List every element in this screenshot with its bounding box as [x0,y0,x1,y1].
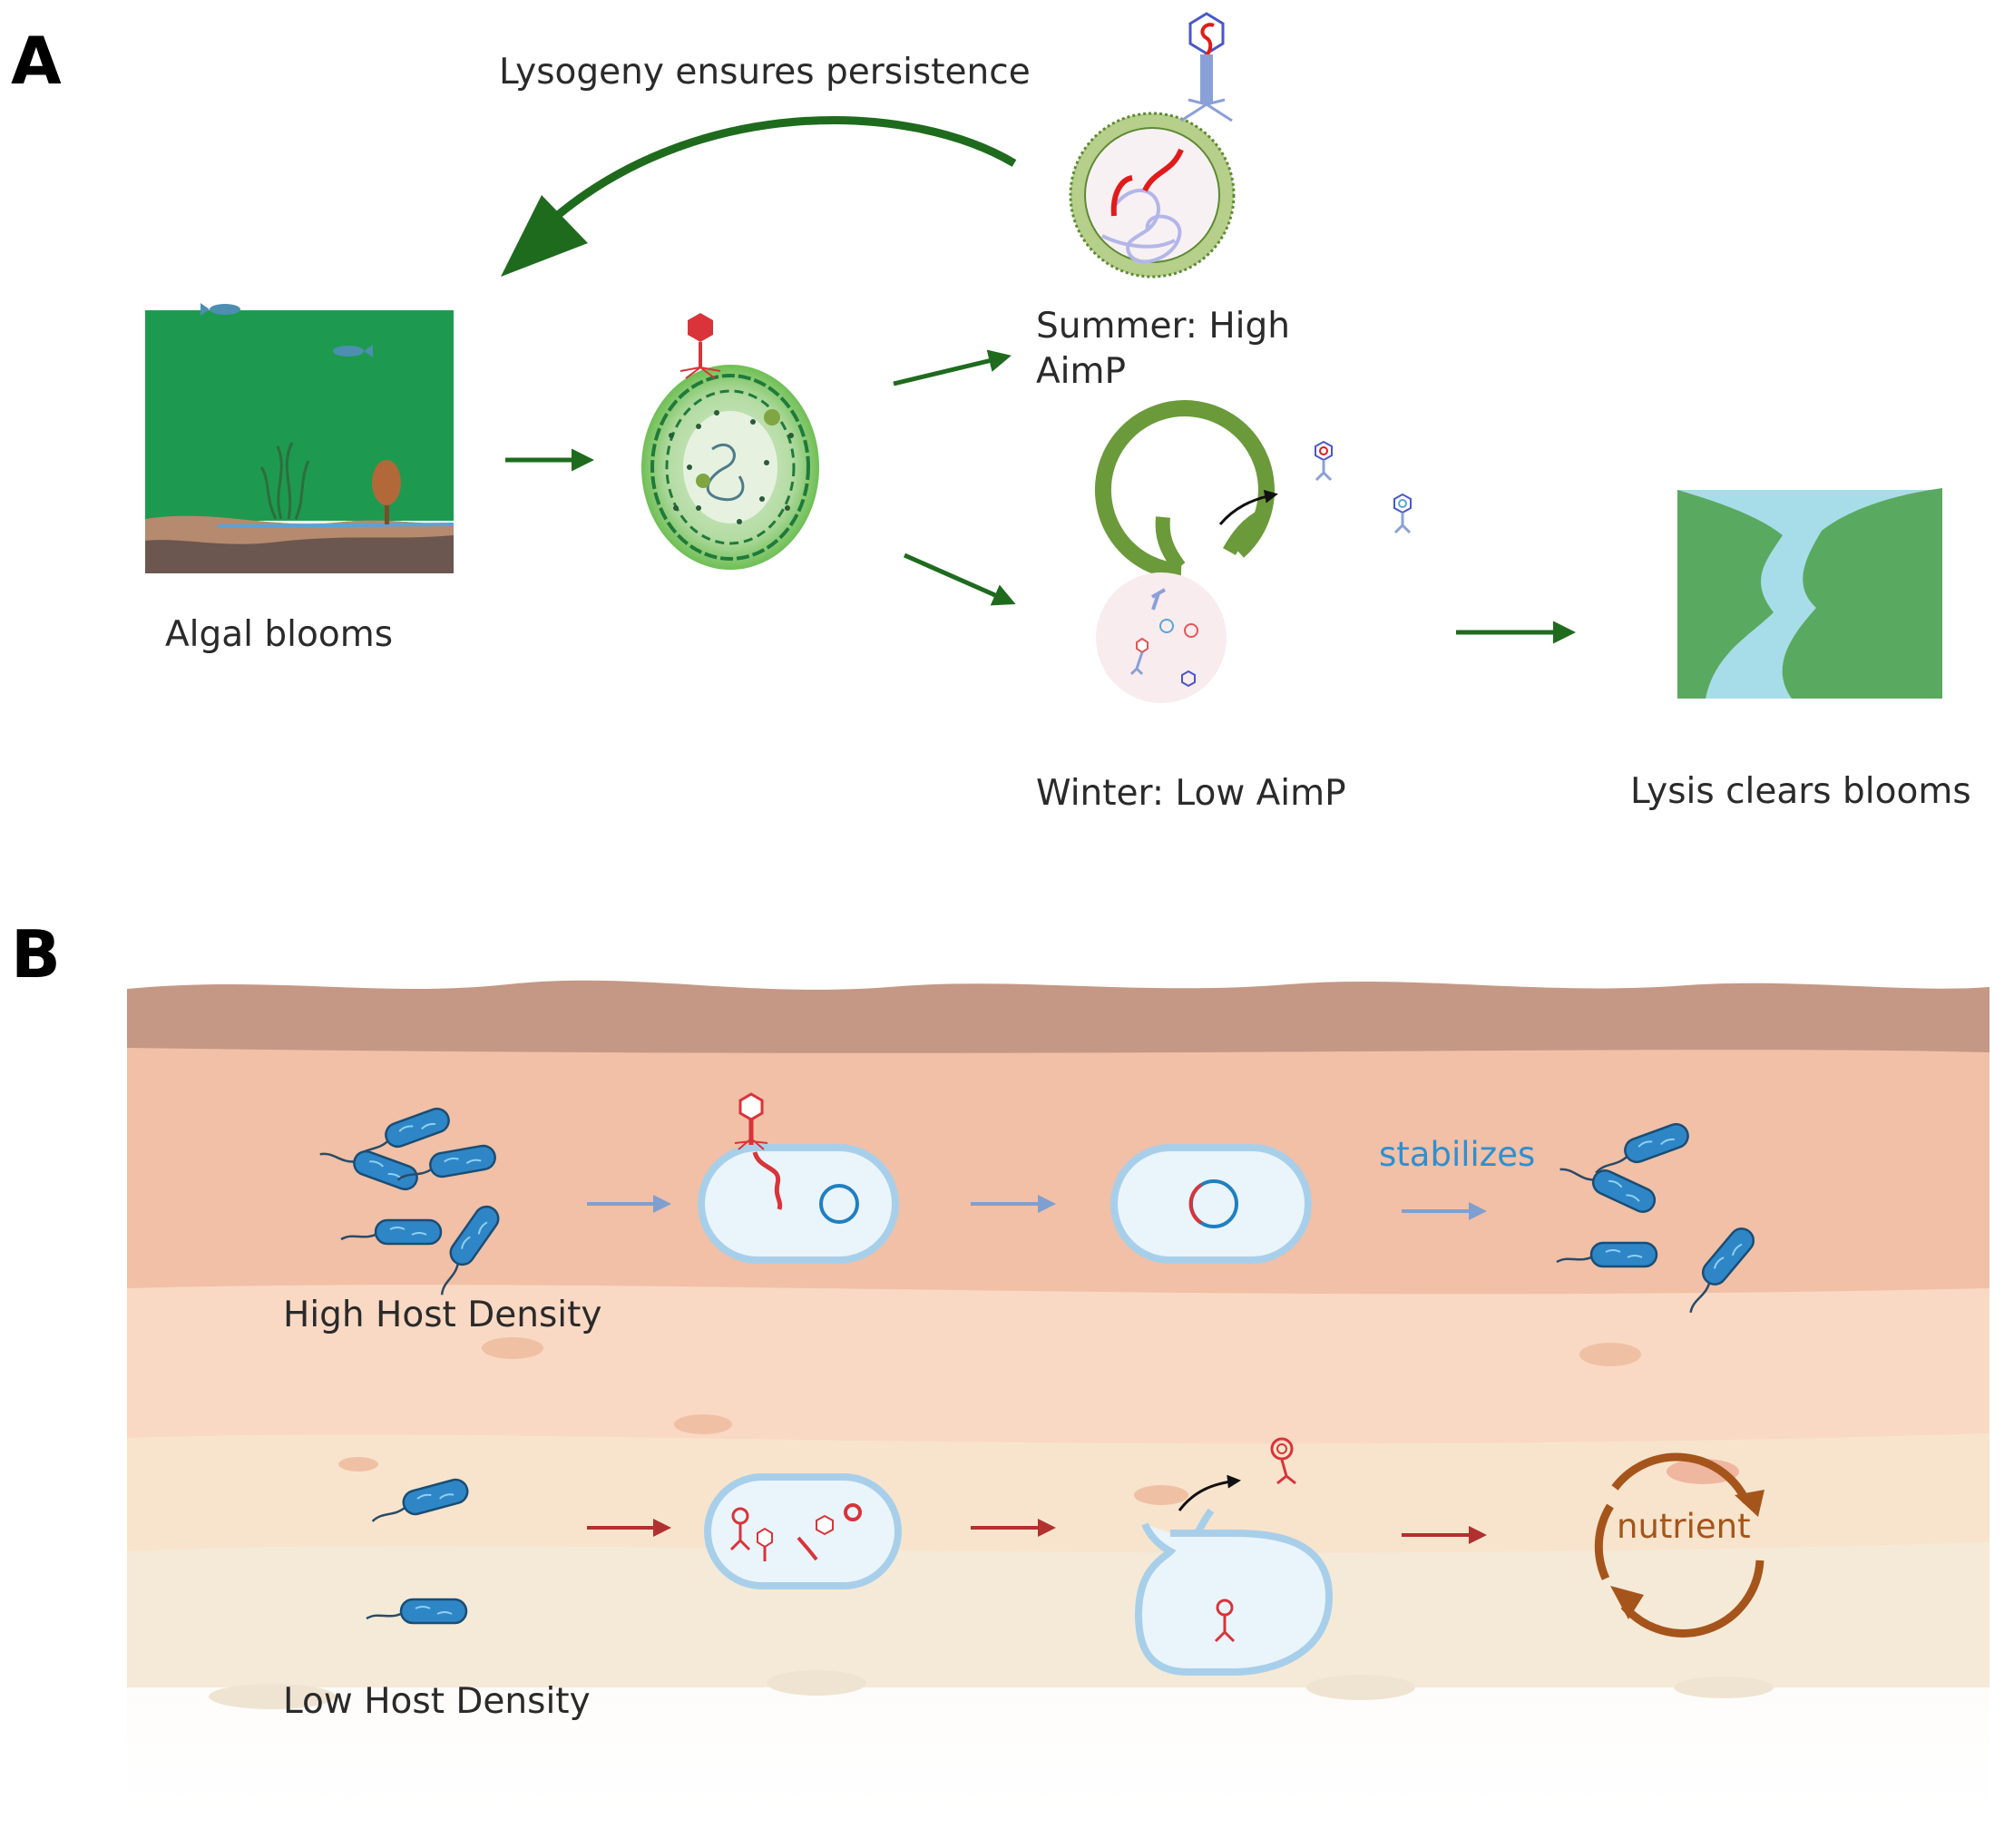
algal-bloom-scene [145,303,455,573]
phage-icon [1180,12,1233,122]
phage-icon [1393,493,1412,534]
nutrient-label: nutrient [1617,1507,1751,1546]
arrow-to-summer [893,349,1012,386]
lysogeny-arrow [541,116,1017,230]
release-arrow [1178,1474,1241,1511]
algal-blooms-label: Algal blooms [165,614,393,655]
high-host-density-label: High Host Density [283,1295,602,1335]
seaweed-icon [259,442,310,520]
winter-lysing-cell [1095,400,1275,703]
phage-icon [679,313,721,379]
stabilizes-label: stabilizes [1379,1135,1535,1174]
fish-icon [200,303,240,316]
lysogeny-arrowhead [501,195,588,277]
panel-b-letter: B [11,916,61,992]
coral-icon [372,460,401,524]
infected-host-cell [698,1144,899,1264]
summer-label-line2: AimP [1036,351,1126,392]
summer-lysogenic-cell [1069,112,1236,279]
fish-icon [333,345,373,357]
summer-label-line1: Summer: High [1036,306,1290,347]
arrow-to-winter [903,552,1016,606]
lysogen-cell [1110,1144,1312,1264]
bursting-host-cell [1134,1508,1334,1676]
lytic-host-cell [704,1473,902,1589]
release-arrow [1218,489,1278,525]
phage-icon [734,1092,768,1150]
lysis-label: Lysis clears blooms [1630,771,1971,812]
lysogeny-label: Lysogeny ensures persistence [499,52,1031,93]
low-host-density-label: Low Host Density [283,1681,591,1722]
phage-icon [1270,1437,1296,1485]
nutrient-cycle [1594,1452,1764,1638]
algal-cell [641,365,819,570]
winter-label: Winter: Low AimP [1036,773,1346,814]
river-landscape [1677,488,1942,699]
phage-icon [1315,440,1333,482]
panel-a-letter: A [11,23,62,99]
